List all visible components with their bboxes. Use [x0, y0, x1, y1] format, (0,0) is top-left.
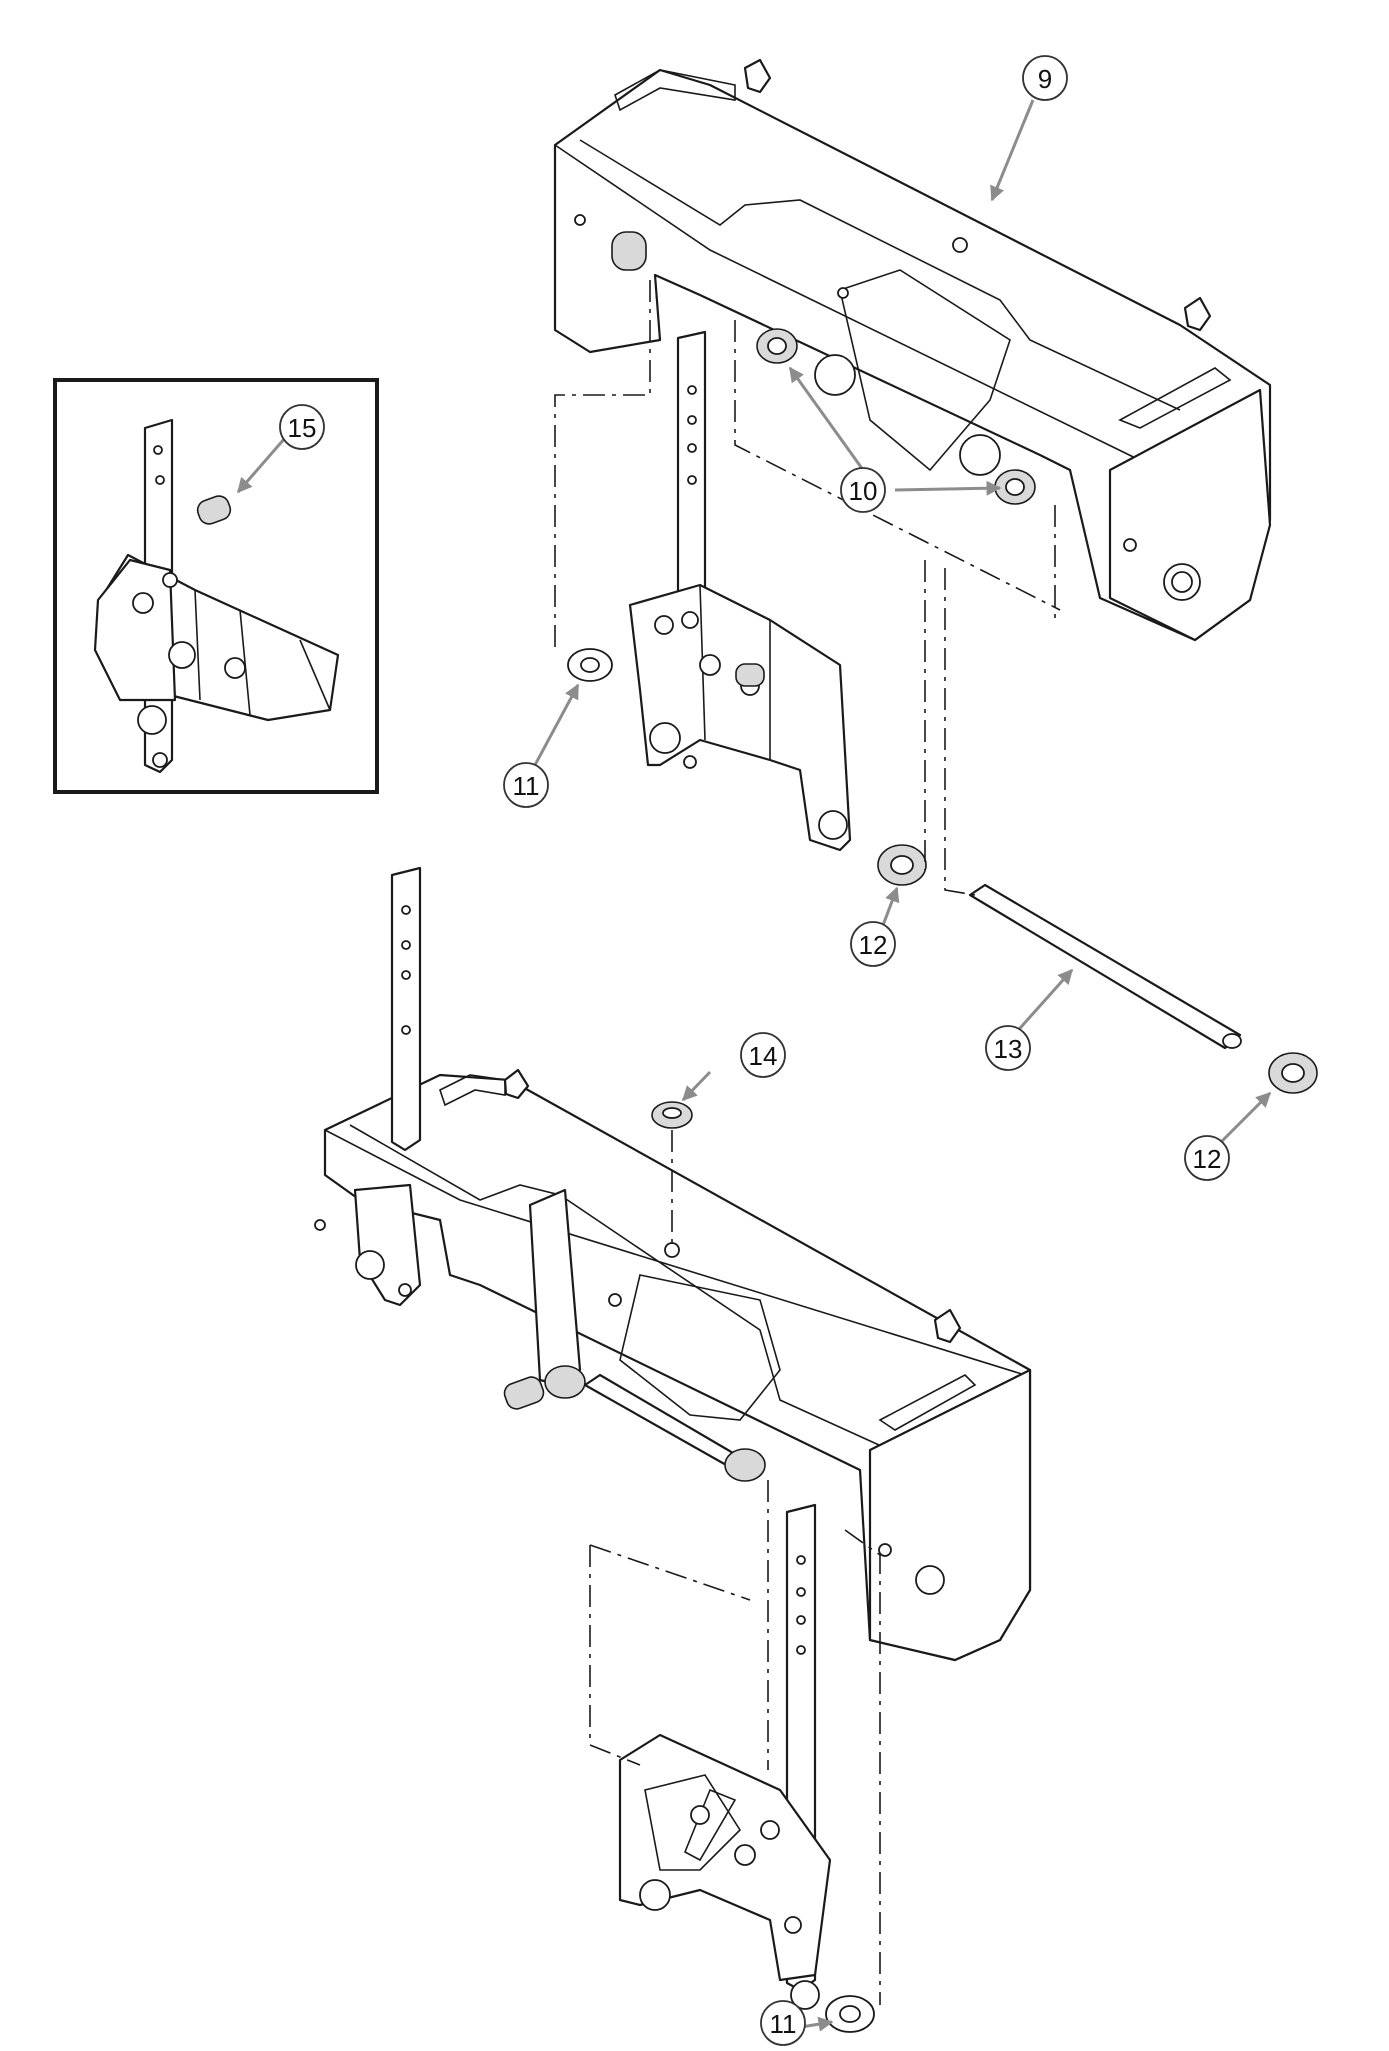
inset-frame: [53, 378, 379, 794]
lower-left-lever: [353, 866, 422, 1307]
callout-11-lower: 11: [760, 2000, 806, 2046]
callout-11-upper: 11: [503, 762, 549, 808]
callout-15: 15: [279, 404, 325, 450]
shaft-13: [968, 883, 1242, 1050]
upper-bushing-left: [611, 231, 647, 271]
detail-inset: [53, 378, 379, 794]
callout-10: 10: [840, 467, 886, 513]
callout-14-label: 14: [749, 1041, 778, 1071]
callout-9: 9: [1022, 55, 1068, 101]
inset-lever-assembly: [93, 418, 340, 774]
callout-11-upper-label: 11: [513, 771, 540, 801]
callout-14: 14: [740, 1032, 786, 1078]
callout-11-lower-label: 11: [770, 2009, 797, 2039]
callout-13: 13: [985, 1025, 1031, 1071]
callout-12-lower-label: 12: [1193, 1144, 1222, 1174]
upper-frame-assembly: [553, 58, 1272, 642]
upper-lever-assembly: [628, 330, 852, 852]
callout-12-upper-label: 12: [859, 930, 888, 960]
lower-frame-assembly: [314, 1068, 1032, 1662]
callout-9-label: 9: [1038, 64, 1052, 94]
callout-12-upper: 12: [850, 921, 896, 967]
callout-12-lower: 12: [1184, 1135, 1230, 1181]
callout-13-label: 13: [994, 1034, 1023, 1064]
callout-10-label: 10: [849, 476, 878, 506]
upper-lever-stud: [735, 663, 765, 687]
lower-lever-assembly: [618, 1503, 832, 2010]
callout-15-label: 15: [288, 413, 317, 443]
inset-bushing: [196, 495, 232, 525]
